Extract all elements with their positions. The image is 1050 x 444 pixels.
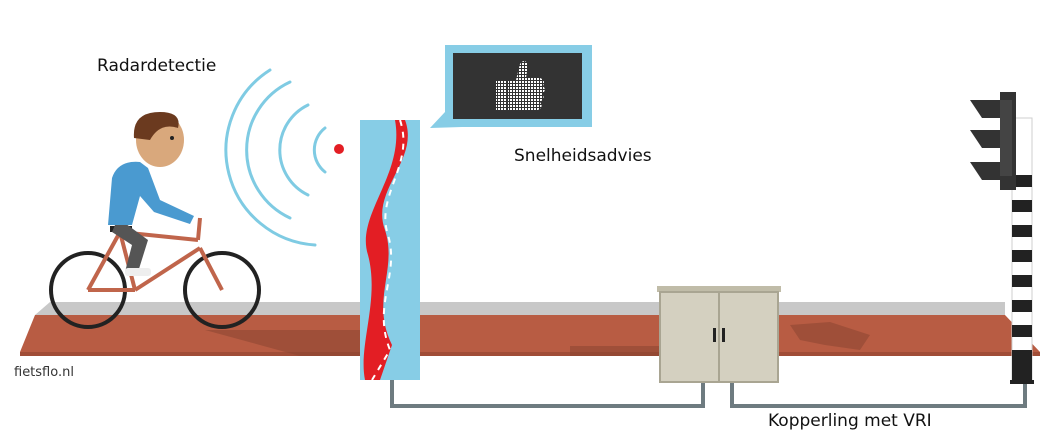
radar-sensor-dot	[334, 144, 344, 154]
cycle-path	[20, 302, 1040, 356]
coupling-label: Kopperling met VRI	[768, 411, 932, 431]
cables	[390, 378, 1027, 408]
shadows	[205, 322, 870, 356]
brand-label: fietsflo.nl	[14, 365, 74, 380]
radar-waves	[224, 68, 327, 247]
radar-detection-label: Radardetectie	[97, 56, 217, 76]
cyclist-icon	[49, 112, 261, 329]
speed-advice-label: Snelheidsadvies	[514, 146, 652, 166]
sign-pole	[360, 119, 420, 381]
thumbs-up-icon	[496, 61, 545, 110]
control-cabinet-icon	[657, 286, 781, 383]
traffic-light-icon	[970, 92, 1034, 384]
